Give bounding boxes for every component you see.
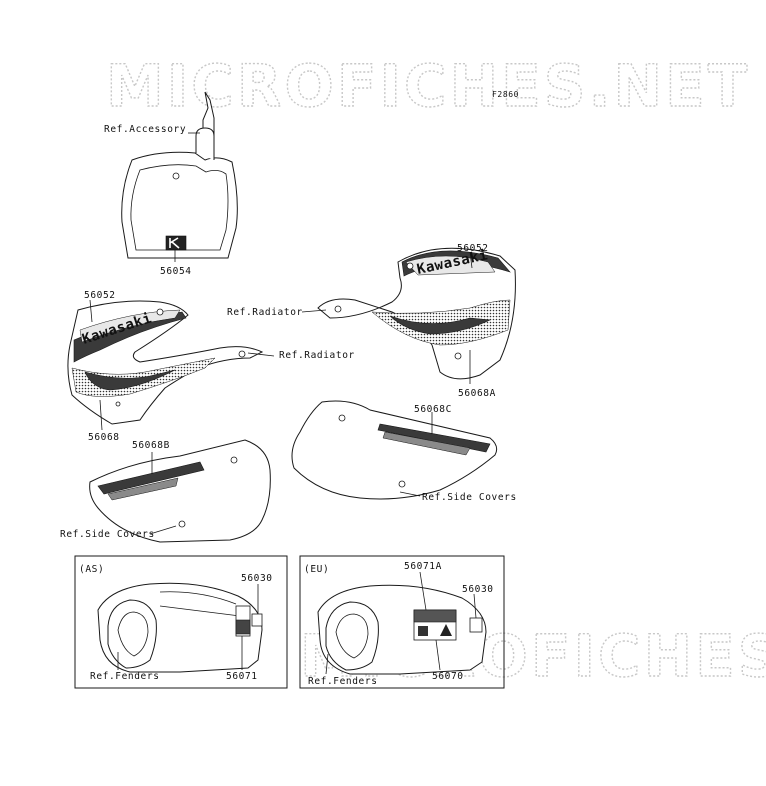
inset-as-part-56030: 56030	[241, 573, 273, 584]
ref-radiator-top-label: Ref.Radiator	[227, 307, 303, 318]
inset-eu-part-56070: 56070	[432, 671, 464, 682]
part-56052-left-label: 56052	[84, 290, 116, 301]
left-shroud-part	[67, 299, 275, 431]
part-56052-right-label: 56052	[457, 243, 489, 254]
inset-as	[74, 555, 288, 689]
ref-side-covers-left-label: Ref.Side Covers	[60, 529, 155, 540]
figure-code: F2860	[492, 90, 519, 99]
inset-as-ref-fenders: Ref.Fenders	[90, 671, 160, 682]
part-56054-label: 56054	[160, 266, 192, 277]
left-side-cover-part	[89, 439, 271, 543]
inset-eu-region: (EU)	[304, 564, 329, 575]
part-56068-label: 56068	[88, 432, 120, 443]
part-56068a-label: 56068A	[458, 388, 496, 399]
right-side-cover-part	[291, 400, 498, 500]
ref-accessory-label: Ref.Accessory	[104, 124, 186, 135]
number-plate-part	[121, 91, 238, 262]
inset-as-region: (AS)	[79, 564, 104, 575]
part-56068b-label: 56068B	[132, 440, 170, 451]
inset-eu	[299, 555, 505, 689]
inset-as-part-56071: 56071	[226, 671, 258, 682]
inset-eu-ref-fenders: Ref.Fenders	[308, 676, 378, 687]
ref-side-covers-right-label: Ref.Side Covers	[422, 492, 517, 503]
right-shroud-part	[301, 247, 516, 384]
inset-eu-part-56071a: 56071A	[404, 561, 442, 572]
watermark-top: MICROFICHES.NET	[106, 52, 750, 120]
inset-eu-part-56030: 56030	[462, 584, 494, 595]
ref-radiator-left-label: Ref.Radiator	[279, 350, 355, 361]
part-56068c-label: 56068C	[414, 404, 452, 415]
kawasaki-k-logo-icon	[165, 235, 187, 251]
